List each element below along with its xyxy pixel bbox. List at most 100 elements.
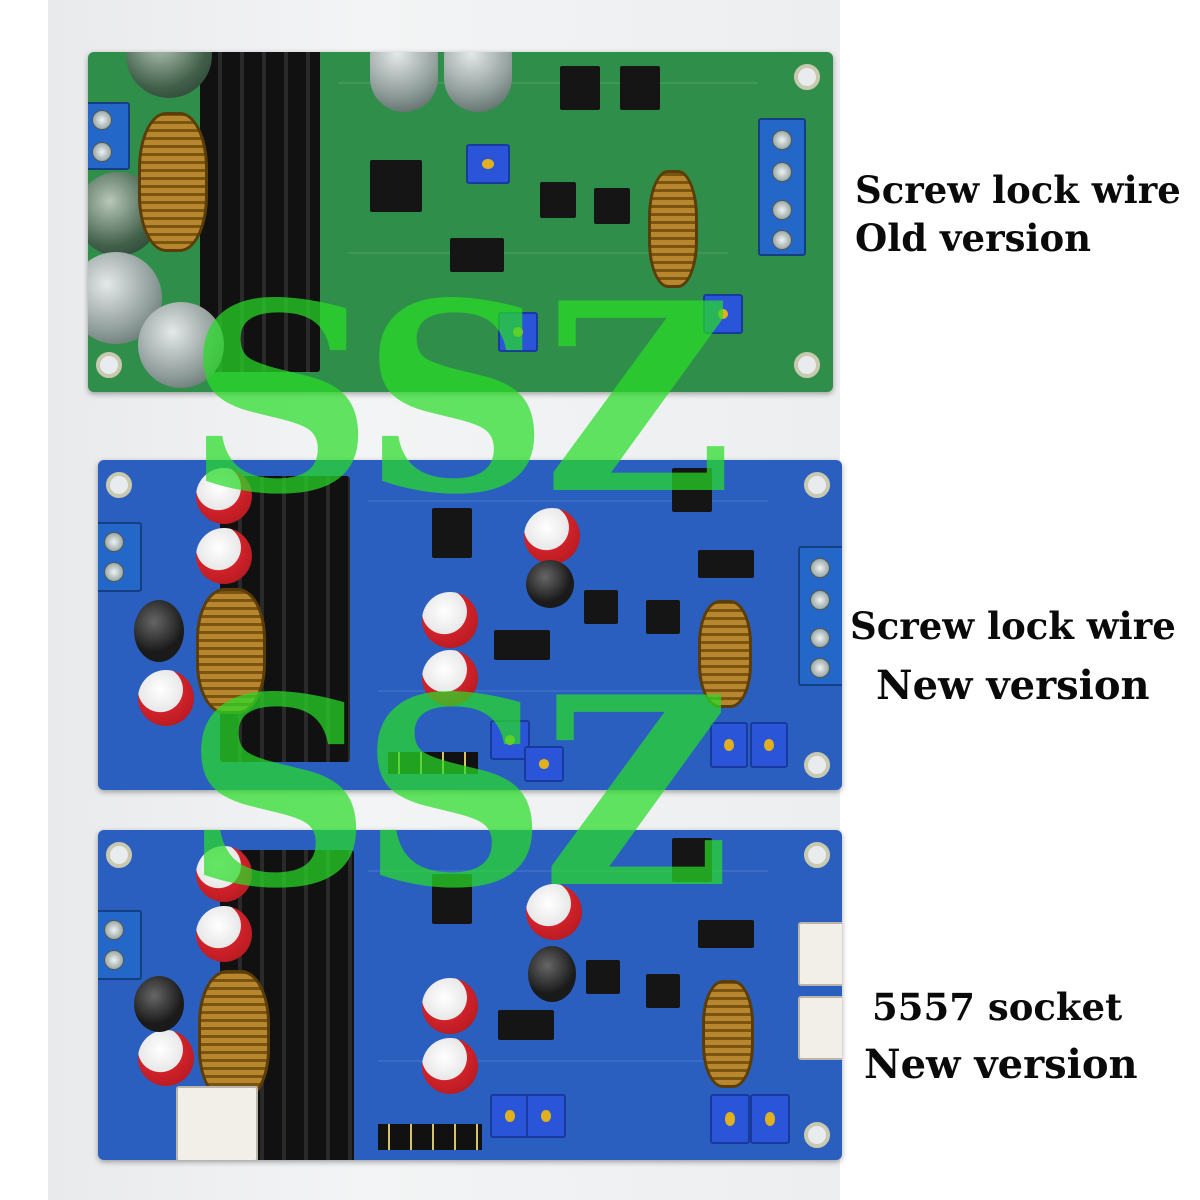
potentiometer [524, 746, 564, 782]
screw [810, 590, 830, 610]
screw [810, 658, 830, 678]
ic-chip [370, 160, 422, 212]
capacitor [196, 468, 252, 524]
potentiometer [466, 144, 510, 184]
caption-socket: 5557 socket New version [864, 985, 1138, 1087]
product-photo: SSZ SSZ [48, 0, 842, 1200]
capacitor [422, 978, 478, 1034]
pcb-old-version [88, 52, 833, 392]
mounting-hole [106, 472, 132, 498]
pcb-new-version-socket [98, 830, 842, 1160]
mounting-hole [804, 842, 830, 868]
mounting-hole [794, 64, 820, 90]
capacitor [134, 976, 184, 1032]
ic-chip [540, 182, 576, 218]
ic-chip [646, 600, 680, 634]
capacitor [524, 508, 580, 564]
inductor-coil [698, 600, 752, 708]
potentiometer [490, 1094, 530, 1138]
screw [772, 230, 792, 250]
ic-chip [672, 468, 712, 512]
capacitor [422, 650, 478, 706]
potentiometer [710, 722, 748, 768]
capacitor [444, 52, 512, 112]
pin-header [378, 1124, 482, 1150]
5557-socket [798, 922, 842, 986]
caption-line: 5557 socket [872, 985, 1123, 1029]
mounting-hole [804, 752, 830, 778]
capacitor [526, 560, 574, 608]
pcb-new-version-screw [98, 460, 842, 790]
ic-chip [620, 66, 660, 110]
capacitor [422, 1038, 478, 1094]
capacitor [138, 302, 224, 388]
capacitor [196, 528, 252, 584]
5557-socket [176, 1086, 258, 1160]
caption-old-screw: Screw lock wire Old version [855, 168, 1181, 260]
capacitor [138, 670, 194, 726]
mounting-hole [804, 472, 830, 498]
ic-chip [584, 590, 618, 624]
ic-chip [646, 974, 680, 1008]
screw [104, 562, 124, 582]
ic-chip [450, 238, 504, 272]
caption-line: Screw lock wire [850, 604, 1176, 648]
inductor-coil [196, 588, 266, 714]
inductor-coil [138, 112, 208, 252]
ic-chip [698, 920, 754, 948]
screw [104, 532, 124, 552]
screw-terminal [98, 910, 142, 980]
mounting-hole [794, 352, 820, 378]
screw [104, 950, 124, 970]
screw [92, 142, 112, 162]
caption-line: New version [876, 662, 1150, 709]
capacitor [528, 946, 576, 1002]
capacitor [138, 1030, 194, 1086]
caption-line: Old version [855, 216, 1092, 260]
potentiometer [750, 722, 788, 768]
potentiometer [526, 1094, 566, 1138]
screw [810, 628, 830, 648]
ic-chip [494, 630, 550, 660]
screw [104, 920, 124, 940]
potentiometer [750, 1094, 790, 1144]
capacitor [196, 906, 252, 962]
potentiometer [703, 294, 743, 334]
heatsink [200, 52, 320, 372]
ic-chip [560, 66, 600, 110]
mounting-hole [804, 1122, 830, 1148]
inductor-coil [198, 970, 270, 1102]
capacitor [526, 884, 582, 940]
capacitor [370, 52, 438, 112]
caption-line: New version [864, 1041, 1138, 1088]
ic-chip [432, 508, 472, 558]
screw [810, 558, 830, 578]
screw [92, 110, 112, 130]
capacitor [134, 600, 184, 662]
ic-chip [498, 1010, 554, 1040]
5557-socket [798, 996, 842, 1060]
caption-line: Screw lock wire [855, 168, 1181, 212]
potentiometer [490, 720, 530, 760]
ic-chip [594, 188, 630, 224]
screw [772, 130, 792, 150]
inductor-coil [648, 170, 698, 288]
caption-new-screw: Screw lock wire New version [850, 604, 1176, 708]
potentiometer [710, 1094, 750, 1144]
potentiometer [498, 312, 538, 352]
watermark: SSZ [184, 641, 732, 946]
ic-chip [672, 838, 712, 882]
inductor-coil [702, 980, 754, 1088]
screw [772, 200, 792, 220]
mounting-hole [106, 842, 132, 868]
mounting-hole [96, 352, 122, 378]
screw [772, 162, 792, 182]
capacitor [196, 846, 252, 902]
screw-terminal [98, 522, 142, 592]
pin-header [388, 752, 478, 774]
ic-chip [698, 550, 754, 578]
ic-chip [432, 874, 472, 924]
capacitor [422, 592, 478, 648]
ic-chip [586, 960, 620, 994]
watermark: SSZ [186, 247, 734, 552]
